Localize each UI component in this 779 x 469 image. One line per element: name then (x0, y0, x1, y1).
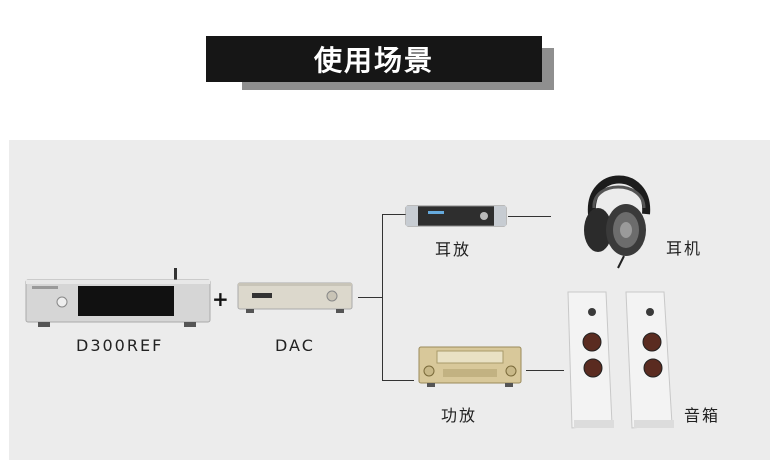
headphone-amp-label: 耳放 (435, 240, 472, 259)
power-amp-label: 功放 (441, 406, 478, 425)
plus-sign: + (212, 287, 229, 311)
dac-device-icon (237, 282, 353, 313)
connector-branch-bottom (382, 380, 414, 381)
page-title: 使用场景 (206, 36, 542, 82)
headphone-amp-device-icon (405, 205, 507, 227)
d300ref-device-icon (25, 268, 211, 327)
connector-branch-vertical (382, 214, 383, 381)
headphones-device-icon (584, 175, 651, 269)
connector-amp-to-speakers (526, 370, 564, 371)
connector-dac-to-branch (358, 297, 383, 298)
speakers-device-icon (567, 291, 674, 429)
headphones-label: 耳机 (666, 239, 703, 258)
dac-label: DAC (275, 336, 315, 355)
connector-amp-to-headphones (508, 216, 551, 217)
d300ref-label: D300REF (76, 336, 164, 355)
speakers-label: 音箱 (684, 406, 721, 425)
power-amp-device-icon (418, 346, 522, 387)
connector-branch-top (382, 214, 406, 215)
